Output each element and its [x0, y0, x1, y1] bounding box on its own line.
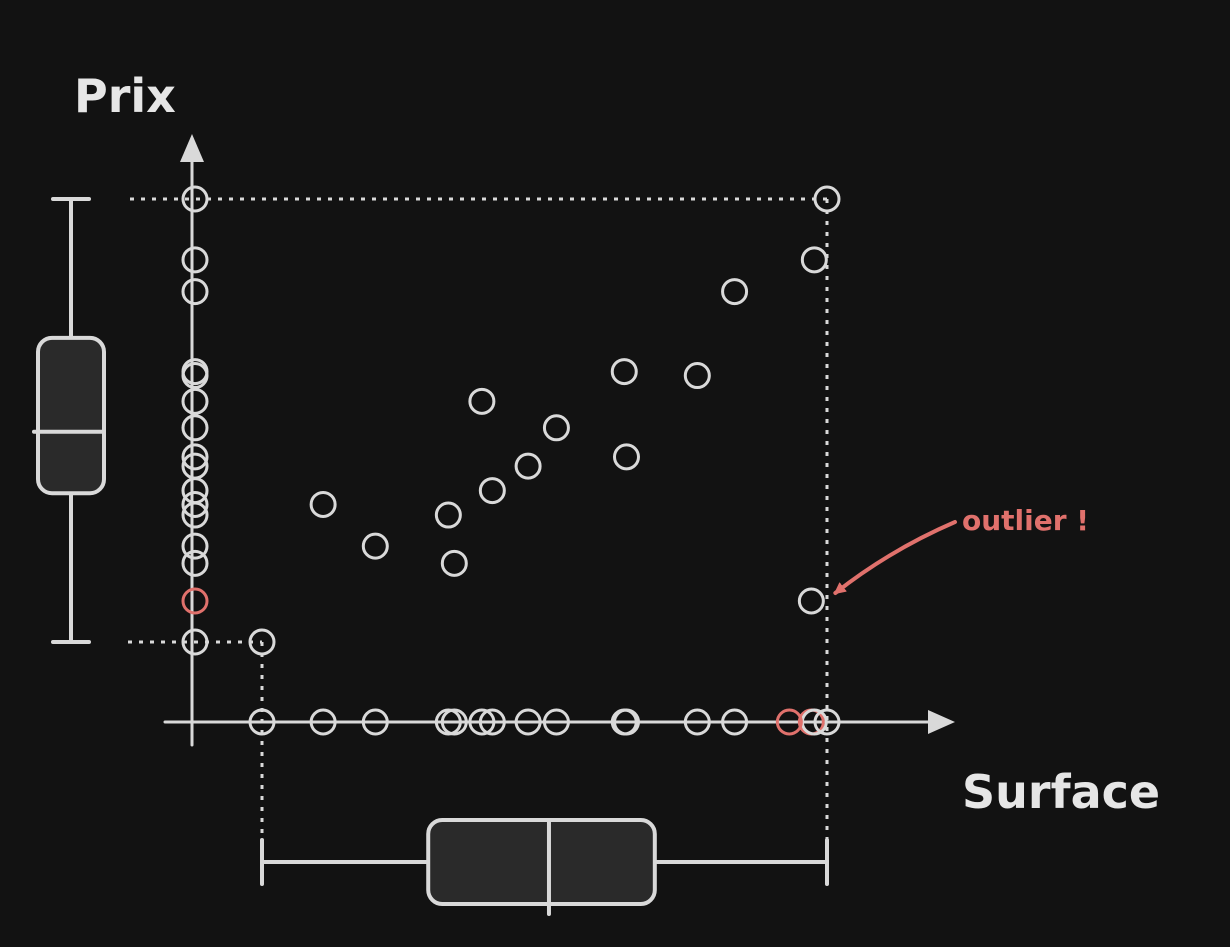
scatter-point [248, 628, 276, 656]
y-axis-label: Prix [74, 69, 176, 123]
x-rug-outlier [775, 708, 803, 736]
scatter-points [248, 185, 841, 656]
marginal-rugs [181, 185, 841, 736]
y-rug-point [181, 490, 209, 518]
x-rug-point [542, 708, 570, 736]
scatter-point [612, 443, 640, 471]
y-rug-point [181, 362, 209, 390]
outlier-arrow [833, 520, 957, 596]
x-rug-point [478, 708, 506, 736]
y-rug-point [181, 443, 209, 471]
axes [163, 134, 955, 747]
boxplot-x [260, 818, 829, 916]
scatter-point [468, 387, 496, 415]
x-rug-point [813, 708, 841, 736]
boxplot-x-box [426, 818, 657, 906]
scatter-point [440, 549, 468, 577]
scatter-point [478, 477, 506, 505]
y-rug-point [181, 414, 209, 442]
y-axis-arrow [180, 134, 204, 162]
y-rug-point [181, 452, 209, 480]
y-rug-point [181, 477, 209, 505]
scatter-point [721, 278, 749, 306]
x-rug-point [309, 708, 337, 736]
y-rug-point [181, 246, 209, 274]
scatter-point [361, 532, 389, 560]
boxplot-y [32, 197, 106, 644]
scatter-point [514, 452, 542, 480]
x-axis-label: Surface [962, 765, 1160, 819]
boxplot-y-box [36, 335, 106, 496]
y-rug-point [181, 278, 209, 306]
scatter-point [610, 358, 638, 386]
outlier-annotation: outlier ! [833, 504, 1089, 596]
x-rug-point [361, 708, 389, 736]
scatter-point [434, 501, 462, 529]
y-rug-point [181, 587, 209, 615]
scatter-point [797, 587, 825, 615]
x-rug-point [248, 708, 276, 736]
x-rug-point [468, 708, 496, 736]
x-rug-point [721, 708, 749, 736]
x-rug-point [612, 708, 640, 736]
y-rug-point [181, 185, 209, 213]
x-rug-point [683, 708, 711, 736]
scatter-point [800, 246, 828, 274]
x-axis-arrow [928, 710, 955, 734]
x-rug-point [514, 708, 542, 736]
y-rug-point [181, 628, 209, 656]
y-rug-point [181, 387, 209, 415]
y-rug-point [181, 549, 209, 577]
scatter-point [813, 185, 841, 213]
x-rug-point [440, 708, 468, 736]
outlier-label: outlier ! [962, 504, 1089, 537]
reference-dashes [128, 197, 829, 880]
scatter-point [309, 490, 337, 518]
scatter-point [542, 414, 570, 442]
scatter-point [683, 362, 711, 390]
y-rug-point [181, 532, 209, 560]
